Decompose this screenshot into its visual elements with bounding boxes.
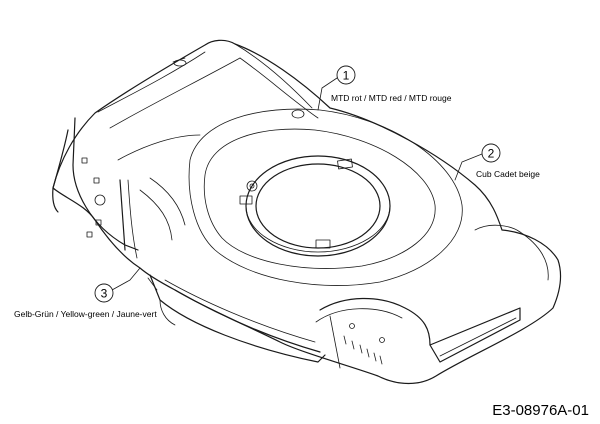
callout-2-number: 2 [488,147,495,161]
callout-1-marker [336,65,356,85]
mower-deck-housing [52,39,562,385]
drawing-id: E3-08976A-01 [492,402,589,419]
vent-slots [343,323,385,365]
callout-3-label: Gelb-Grün / Yellow-green / Jaune-vert [14,309,157,319]
callout-2: 2 Cub Cadet beige [454,143,540,181]
callout-3: 3 Gelb-Grün / Yellow-green / Jaune-vert [14,267,157,319]
callout-1-number: 1 [343,69,350,83]
callout-2-label: Cub Cadet beige [476,169,540,179]
callout-2-marker [481,143,501,163]
callout-3-number: 3 [101,287,108,301]
callout-3-marker [94,283,114,303]
callout-1-label: MTD rot / MTD red / MTD rouge [331,93,452,103]
callout-1: 1 MTD rot / MTD red / MTD rouge [317,65,452,111]
